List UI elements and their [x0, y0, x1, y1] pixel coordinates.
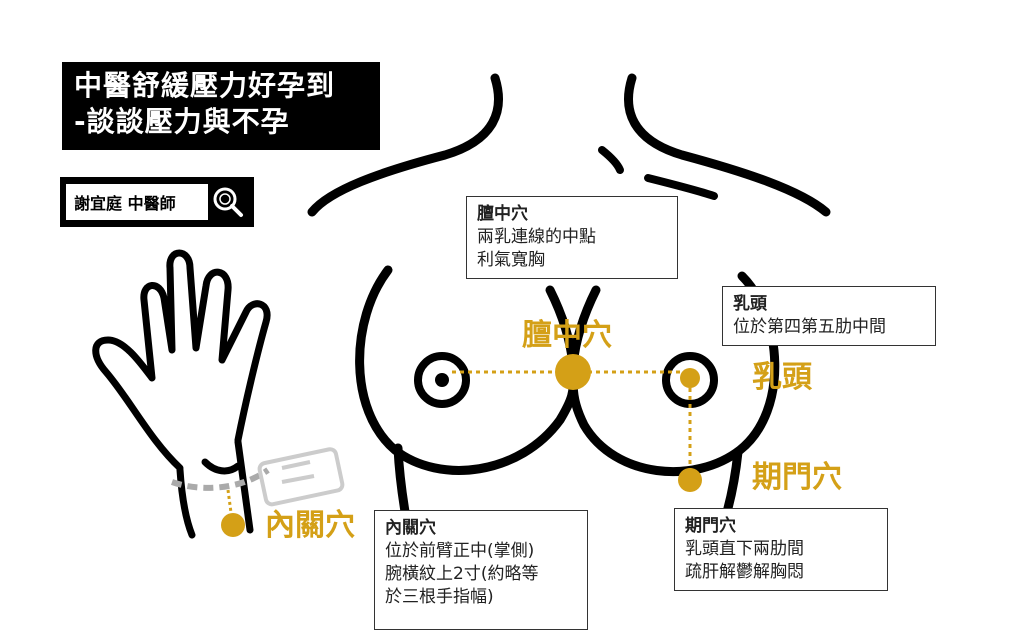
nipple-box-title: 乳頭 [733, 294, 767, 314]
author-name: 謝宜庭 中醫師 [66, 184, 208, 220]
qimen-box-title: 期門穴 [685, 516, 736, 536]
wrist-crease [170, 467, 270, 491]
search-icon[interactable] [208, 183, 248, 221]
title-block: 中醫舒緩壓力好孕到 -談談壓力與不孕 [62, 62, 380, 150]
neiguan-box-title: 內關穴 [385, 518, 436, 538]
tanzhong-info-box: 膻中穴 兩乳連線的中點 利氣寬胸 [466, 196, 678, 279]
clavicle-right-1 [598, 146, 624, 174]
neiguan-point [221, 513, 245, 537]
tanzhong-box-title: 膻中穴 [477, 204, 528, 224]
author-search-box[interactable]: 謝宜庭 中醫師 [60, 177, 254, 227]
nipple-box-line: 位於第四第五肋中間 [733, 317, 886, 337]
nipple-point [680, 368, 700, 388]
title-line-1: 中醫舒緩壓力好孕到 [74, 69, 336, 102]
nipple-label: 乳頭 [752, 360, 812, 395]
qimen-info-box: 期門穴 乳頭直下兩肋間 疏肝解鬱解胸悶 [674, 508, 888, 591]
neck-right [624, 73, 831, 217]
neiguan-box-line: 腕橫紋上2寸(約略等 [385, 564, 539, 584]
neck-left [307, 73, 503, 217]
nipple-info-box: 乳頭 位於第四第五肋中間 [722, 286, 936, 346]
left-nipple-outer [414, 352, 470, 408]
qimen-box-line: 乳頭直下兩肋間 [685, 539, 804, 559]
clavicle-right-2 [644, 174, 718, 200]
neiguan-box-line: 位於前臂正中(掌側) [385, 541, 535, 561]
left-breast [355, 265, 578, 475]
tanzhong-point [555, 354, 591, 390]
neiguan-box-line: 於三根手指幅) [385, 587, 494, 607]
title-line-2: -談談壓力與不孕 [74, 105, 290, 138]
watch-sketch [257, 447, 345, 507]
neiguan-label: 內關穴 [265, 508, 355, 543]
qimen-label: 期門穴 [752, 460, 842, 495]
hand [92, 249, 271, 539]
qimen-point [678, 468, 702, 492]
qimen-box-line: 疏肝解鬱解胸悶 [685, 562, 804, 582]
right-breast [568, 271, 780, 477]
tanzhong-label: 膻中穴 [522, 318, 612, 353]
neiguan-info-box: 內關穴 位於前臂正中(掌側) 腕橫紋上2寸(約略等 於三根手指幅) [374, 510, 588, 630]
tanzhong-box-line: 兩乳連線的中點 [477, 227, 596, 247]
left-nipple-inner [435, 373, 449, 387]
tanzhong-box-line: 利氣寬胸 [477, 250, 545, 270]
